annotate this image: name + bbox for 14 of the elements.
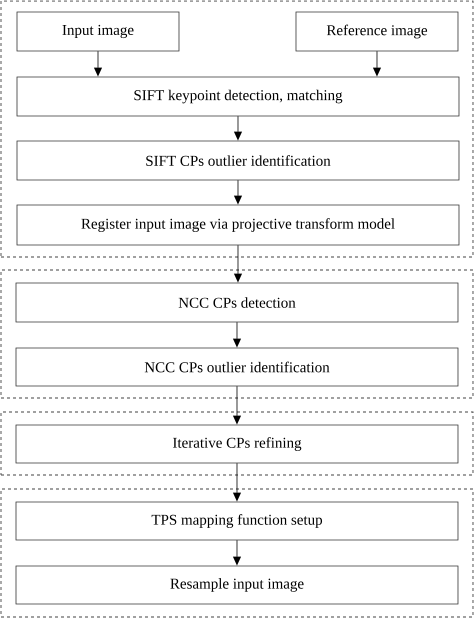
group-frame — [0, 488, 474, 618]
process-box: SIFT keypoint detection, matching — [16, 76, 460, 116]
process-box: Register input image via projective transform model — [16, 204, 460, 246]
process-box: Input image — [16, 12, 180, 52]
process-box: TPS mapping function setup — [16, 502, 458, 540]
process-box: SIFT CPs outlier identification — [16, 140, 460, 180]
process-box: NCC CPs outlier identification — [16, 348, 458, 386]
group-frame — [0, 270, 474, 398]
process-box: Iterative CPs refining — [16, 424, 458, 464]
group-frame — [0, 412, 474, 476]
process-box: NCC CPs detection — [16, 282, 458, 322]
group-frame — [0, 0, 474, 258]
process-box: Reference image — [296, 12, 458, 52]
process-box: Resample input image — [16, 566, 458, 604]
